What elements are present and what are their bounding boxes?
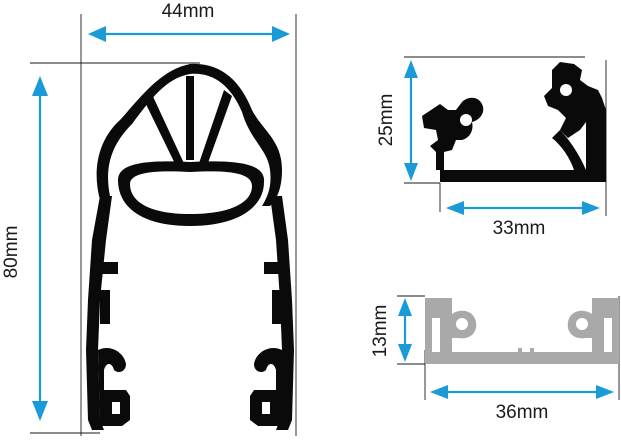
flat-height-label: 13mm: [370, 305, 391, 358]
flat-profile-shape: [425, 298, 619, 364]
large-height-arrow-bottom: [32, 401, 48, 421]
large-profile-right-tab: [264, 262, 282, 274]
flat-width-label: 36mm: [496, 402, 549, 423]
corner-profile-left-clip-hole: [460, 114, 472, 126]
corner-width-arrow-right: [582, 201, 600, 215]
corner-height-arrow-bottom: [404, 163, 418, 181]
flat-profile-group: 13mm 36mm: [370, 295, 620, 423]
large-profile-left-hook-hole: [112, 402, 120, 414]
corner-profile-shape: [422, 62, 606, 182]
large-profile-left-leg: [86, 196, 112, 430]
flat-width-arrow-left: [430, 385, 448, 399]
large-width-label: 44mm: [162, 1, 215, 22]
large-profile-left-tab: [100, 262, 118, 274]
large-profile-rib-right: [196, 90, 232, 174]
flat-width-arrow-right: [596, 385, 614, 399]
large-profile-left-hook: [98, 347, 130, 426]
large-profile-chamber-hole: [130, 171, 252, 214]
corner-height-arrow-top: [404, 60, 418, 78]
large-profile-rib-center: [186, 76, 194, 160]
corner-width-label: 33mm: [493, 218, 546, 239]
corner-profile-right-wall: [544, 62, 606, 176]
large-height-label: 80mm: [1, 226, 22, 279]
corner-profile-right-wall-hole: [560, 84, 572, 96]
corner-profile-curve: [552, 130, 586, 170]
flat-profile-center-notch-1: [518, 348, 522, 354]
large-width-arrow-left: [88, 26, 106, 42]
corner-profile-left-clip: [422, 97, 484, 170]
large-width-arrow-right: [272, 26, 290, 42]
flat-height-arrow-bottom: [398, 344, 412, 362]
flat-profile-base: [425, 352, 619, 364]
flat-profile-right-clip: [567, 298, 619, 352]
large-height-arrow-top: [32, 76, 48, 96]
flat-profile-right-clip-hole: [576, 318, 588, 330]
large-profile-shape: [86, 63, 294, 430]
corner-height-label: 25mm: [376, 94, 397, 147]
large-profile-right-hook: [250, 347, 282, 426]
flat-profile-left-clip: [425, 298, 477, 352]
flat-profile-left-clip-hole: [456, 318, 468, 330]
large-profile-right-slot: [272, 290, 282, 324]
large-profile-dome: [96, 63, 283, 206]
corner-profile-group: 25mm 33mm: [376, 56, 607, 239]
large-profile-left-slot: [100, 290, 110, 324]
large-profile-rib-left: [142, 90, 188, 174]
large-profile-right-hook-hole: [262, 402, 270, 414]
flat-profile-center-notch-2: [530, 348, 534, 354]
corner-width-arrow-left: [446, 201, 464, 215]
flat-height-arrow-top: [398, 298, 412, 316]
large-profile-group: 44mm 80mm: [1, 1, 297, 436]
corner-profile-base: [440, 170, 606, 182]
